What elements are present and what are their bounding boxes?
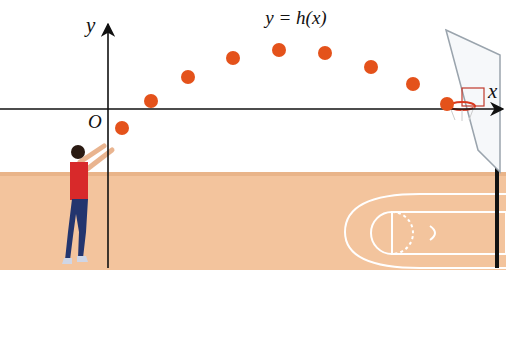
curve-label: y = h(x) bbox=[265, 8, 326, 29]
y-axis bbox=[107, 24, 109, 268]
backboard bbox=[446, 30, 500, 172]
axis-label: x bbox=[488, 80, 497, 103]
court-lines bbox=[345, 194, 506, 268]
origin-label: O bbox=[88, 112, 102, 133]
x-axis bbox=[0, 108, 503, 110]
player bbox=[62, 145, 112, 264]
axis-label: y bbox=[86, 14, 95, 37]
trajectory-dots bbox=[115, 43, 454, 135]
